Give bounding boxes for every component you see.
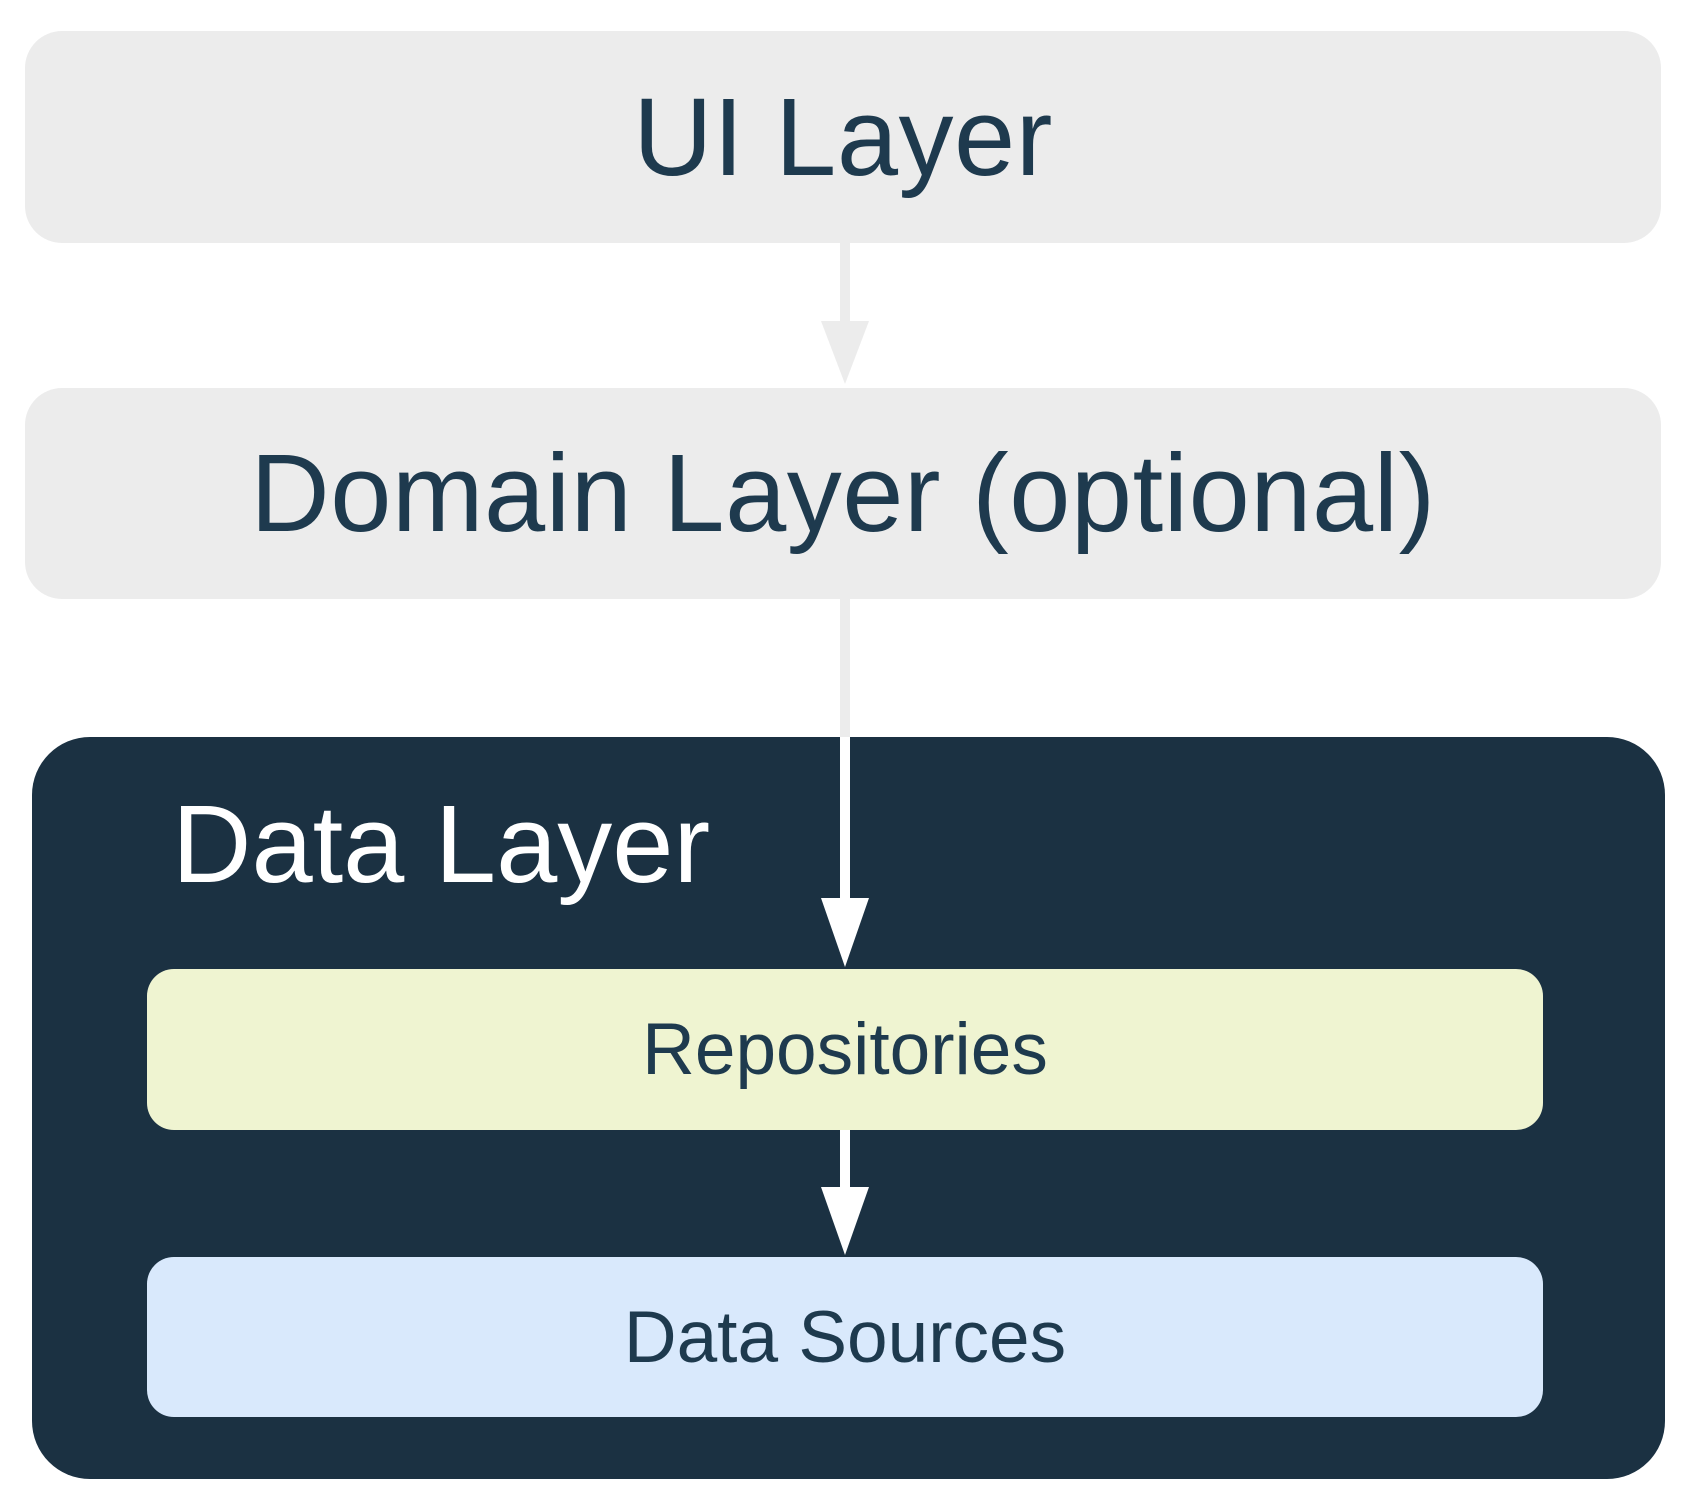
repositories-label: Repositories [642, 1009, 1048, 1090]
arrow-ui-to-domain-icon [821, 242, 869, 384]
data-layer-box: Data Layer Repositories Data Sources [32, 737, 1665, 1479]
repositories-box: Repositories [147, 969, 1543, 1130]
data-sources-box: Data Sources [147, 1257, 1543, 1417]
data-layer-label: Data Layer [172, 783, 711, 906]
ui-layer-label: UI Layer [633, 75, 1053, 199]
domain-layer-label: Domain Layer (optional) [250, 432, 1436, 555]
domain-layer-box: Domain Layer (optional) [25, 388, 1661, 599]
data-sources-label: Data Sources [623, 1296, 1067, 1378]
ui-layer-box: UI Layer [25, 31, 1661, 243]
